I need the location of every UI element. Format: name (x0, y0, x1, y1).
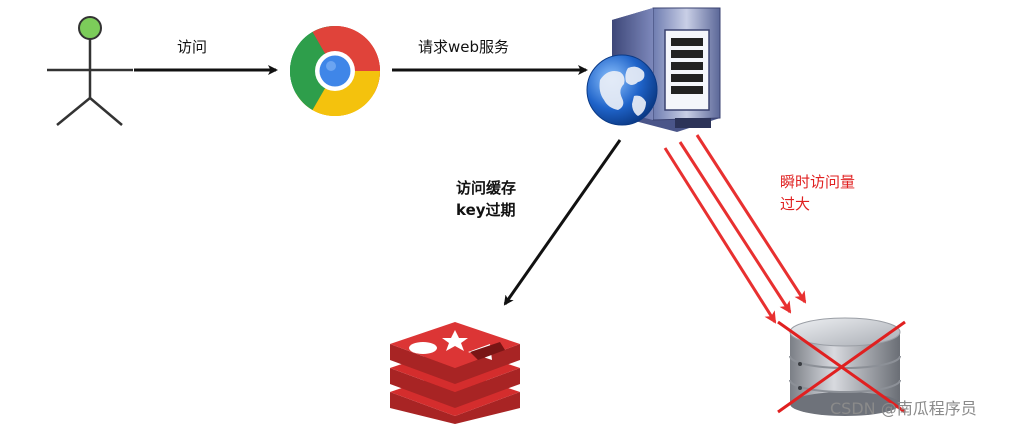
surge-arrow (678, 141, 792, 314)
label-visit: 访问 (177, 38, 208, 56)
watermark: CSDN @南瓜程序员 (830, 399, 977, 418)
label-cache-line1: 访问缓存 (456, 179, 517, 197)
label-surge-line2: 过大 (780, 195, 811, 213)
surge-arrow (695, 134, 807, 304)
chrome-browser-icon (290, 26, 380, 116)
arrow-server-to-cache (503, 139, 622, 306)
surge-arrow (663, 147, 777, 324)
label-cache-line2: key过期 (456, 201, 516, 219)
failure-cross-icon (777, 320, 906, 414)
surge-arrows (663, 134, 807, 324)
web-server-icon (586, 7, 721, 132)
label-request-web: 请求web服务 (418, 38, 510, 56)
stick-figure-user-icon (47, 16, 133, 126)
label-surge-line1: 瞬时访问量 (780, 173, 856, 191)
label-cache-expired: 访问缓存 key过期 (456, 177, 516, 221)
redis-icon (390, 322, 520, 424)
label-traffic-surge: 瞬时访问量 过大 (780, 171, 855, 215)
